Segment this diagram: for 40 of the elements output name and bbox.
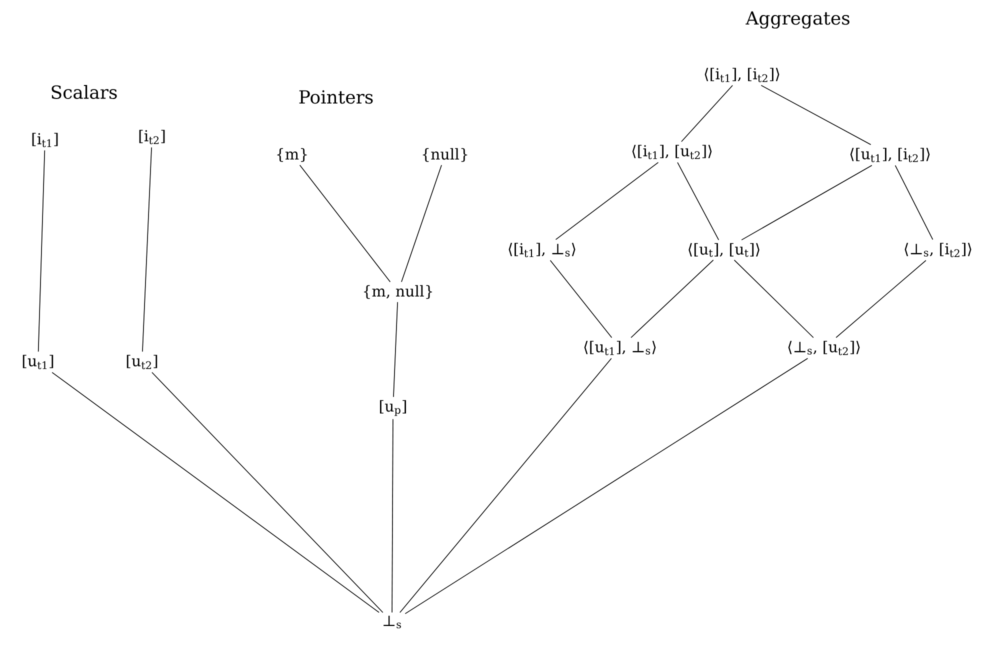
lattice-element: ⟨[u$_{t1}$], ⊥$_{s}$⟩ [584, 340, 656, 356]
connector-line [401, 164, 442, 282]
group-heading: Pointers [299, 90, 373, 104]
lattice-element: ⟨[u$_{t}$], [u$_{t}$]⟩ [688, 243, 760, 257]
lattice-element: [u$_{p}$] [380, 400, 406, 416]
lattice-element: [i$_{t1}$] [32, 132, 58, 148]
connector-line [404, 358, 808, 614]
lattice-element: [u$_{t1}$] [22, 354, 54, 370]
lattice-element: {m, null} [364, 285, 432, 299]
connector-line [681, 84, 733, 142]
connector-line [400, 358, 612, 613]
connector-line [555, 162, 659, 240]
connector-line [299, 164, 391, 282]
lattice-element: ⟨[u$_{t1}$], [i$_{t2}$]⟩ [850, 148, 930, 162]
connector-line [38, 150, 46, 352]
lattice-element: ⟨⊥$_{s}$, [u$_{t2}$]⟩ [788, 340, 860, 356]
lattice-element: {m} [277, 148, 307, 162]
connector-line [152, 372, 384, 613]
lattice-element: [i$_{t2}$] [139, 130, 165, 144]
connector-line [52, 372, 380, 613]
lattice-element: ⟨[i$_{t1}$], ⊥$_{s}$⟩ [508, 242, 576, 258]
connector-line [392, 418, 394, 613]
connector-line [550, 260, 612, 338]
connector-line [741, 164, 872, 240]
lattice-element: ⟨[i$_{t1}$], [i$_{t2}$]⟩ [704, 68, 780, 82]
connector-line [677, 162, 720, 240]
connector-line [630, 260, 714, 338]
connector-line [393, 302, 398, 398]
lattice-element: [u$_{t2}$] [126, 354, 158, 370]
group-heading: Scalars [52, 85, 117, 99]
connector-line [760, 84, 872, 145]
connector-line [894, 164, 934, 240]
lattice-element: ⟨⊥$_{s}$, [i$_{t2}$]⟩ [904, 242, 972, 258]
lattice-element: ⊥$_{s}$ [384, 616, 401, 628]
connector-line [836, 260, 926, 338]
lattice-element: ⟨[i$_{t1}$], [u$_{t2}$]⟩ [632, 144, 712, 160]
connector-line [142, 146, 152, 352]
connector-line [734, 260, 814, 338]
lattice-element: {null} [422, 148, 468, 162]
group-heading: Aggregates [746, 11, 850, 29]
